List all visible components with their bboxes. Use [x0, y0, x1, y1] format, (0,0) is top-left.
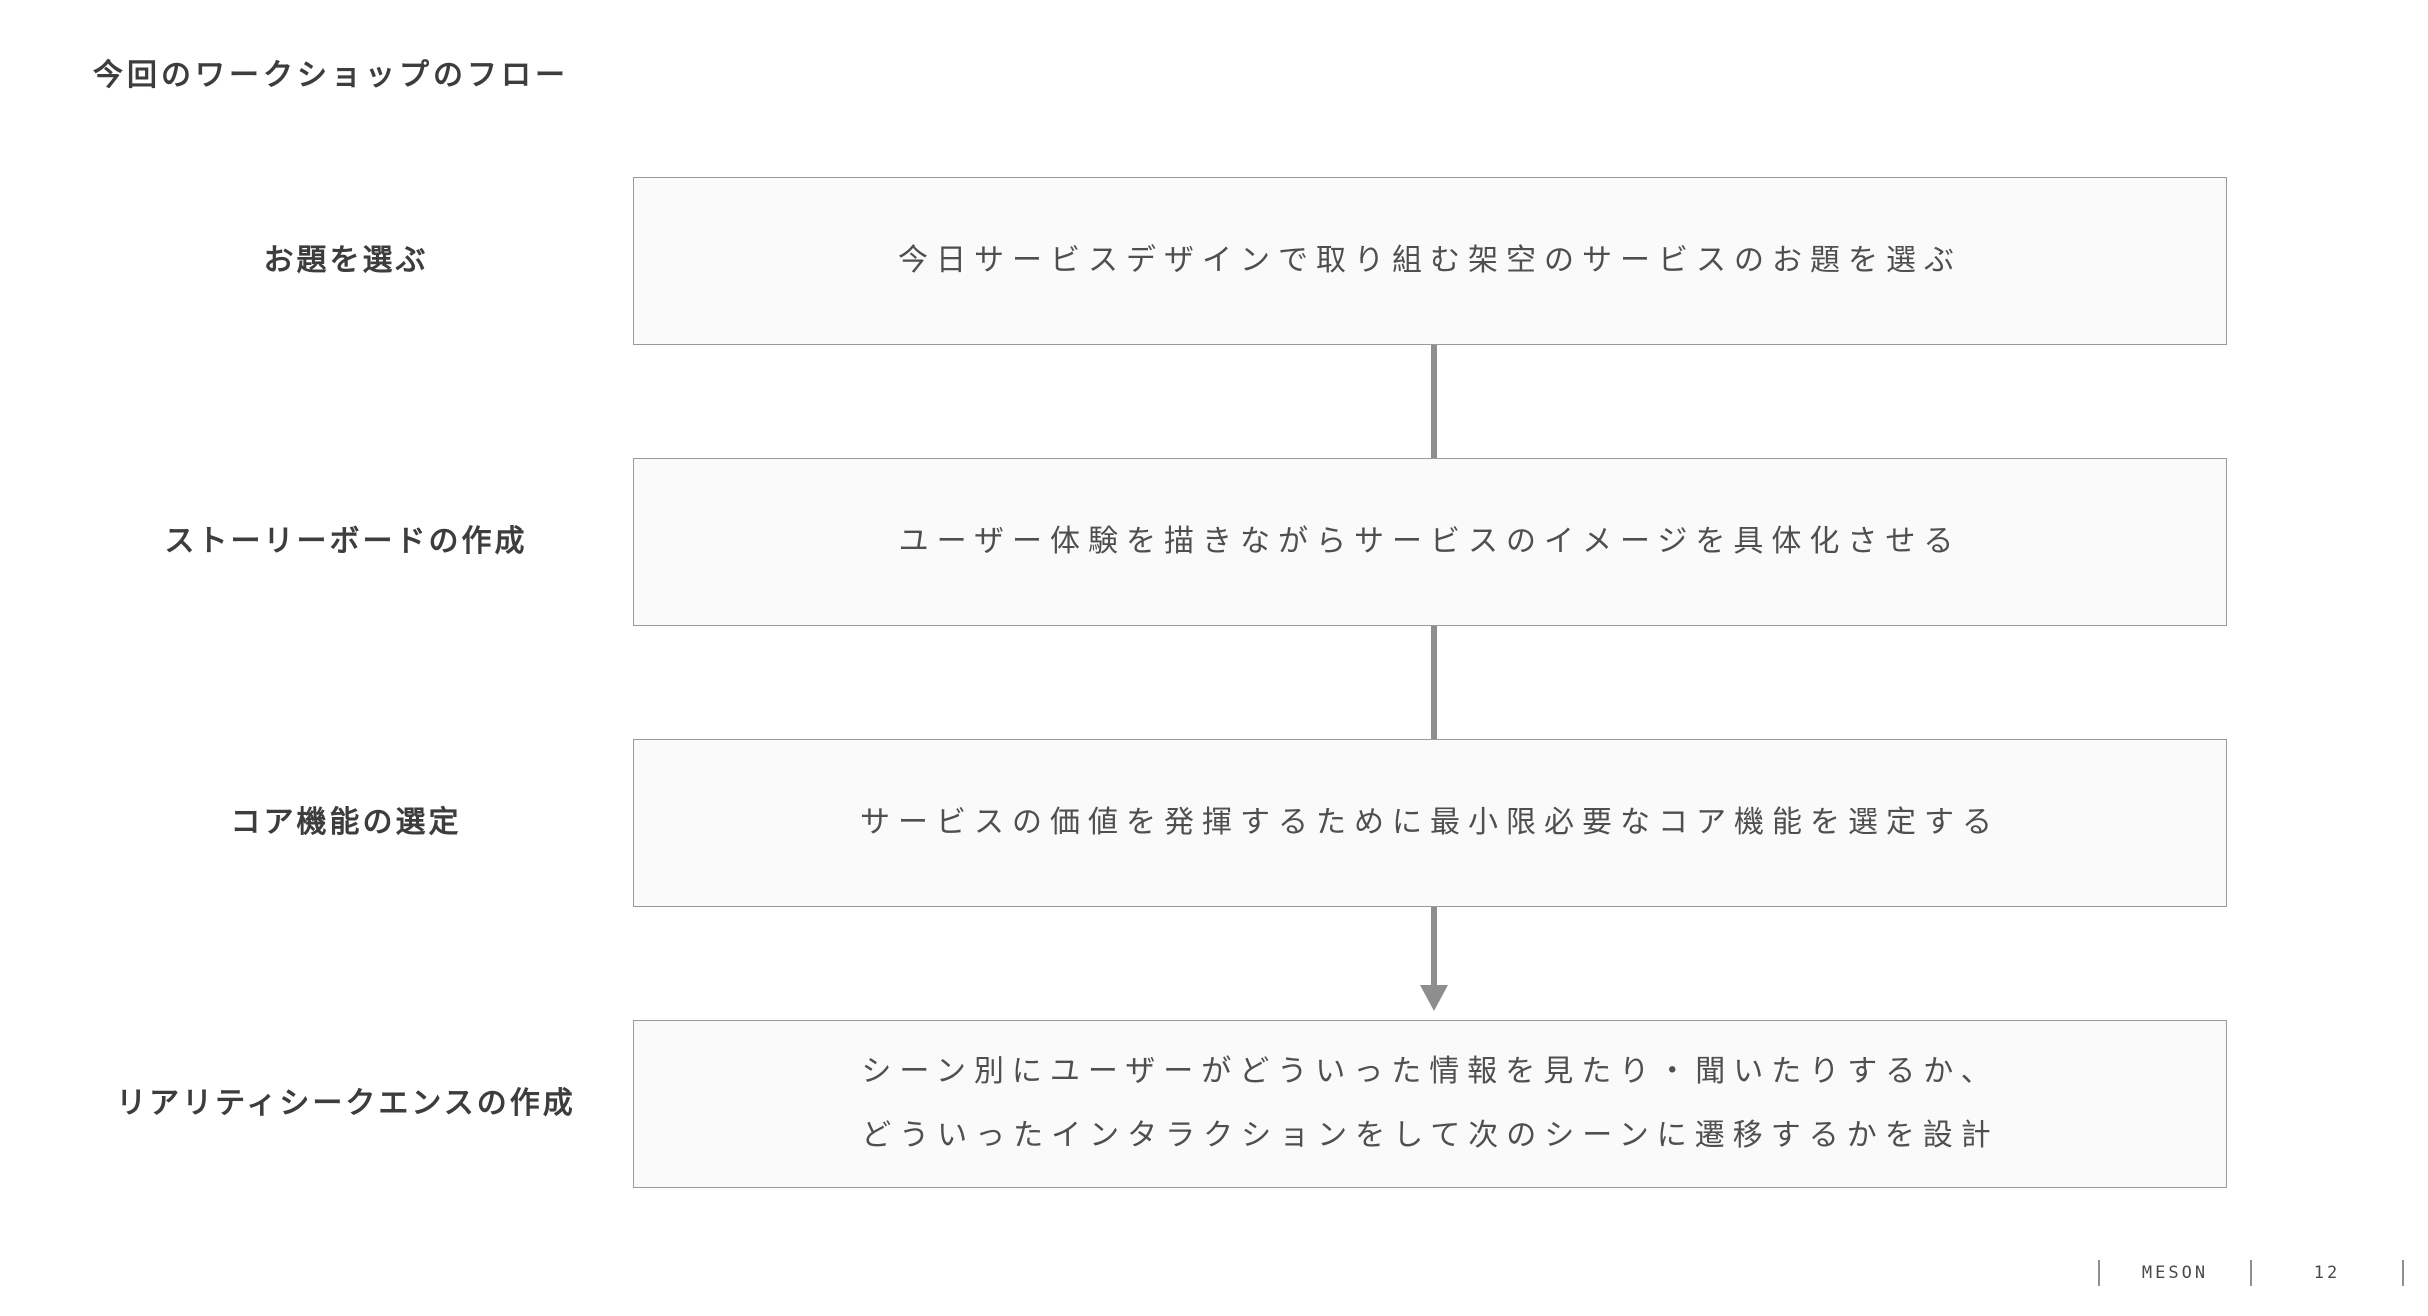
step-label-reality-sequence: リアリティシークエンスの作成	[116, 1086, 576, 1121]
flow-box-description: サービスの価値を発揮するために最小限必要なコア機能を選定する	[860, 805, 2000, 840]
connector-line-1	[1431, 345, 1437, 459]
flow-box-description-line-1: シーン別にユーザーがどういった情報を見たり・聞いたりするか、	[861, 1054, 1999, 1089]
arrow-down-icon	[1420, 985, 1448, 1011]
step-label-storyboard: ストーリーボードの作成	[164, 524, 528, 559]
slide-footer: MESON 12	[2098, 1260, 2404, 1286]
footer-divider	[2250, 1260, 2252, 1286]
footer-divider	[2098, 1260, 2100, 1286]
step-label-core-features: コア機能の選定	[230, 805, 462, 840]
flow-box-description-line-2: どういったインタラクションをして次のシーンに遷移するかを設計	[861, 1118, 1999, 1153]
flow-box-description: ユーザー体験を描きながらサービスのイメージを具体化させる	[898, 524, 1962, 559]
footer-divider	[2402, 1260, 2404, 1286]
brand-label: MESON	[2141, 1263, 2209, 1283]
page-number: 12	[2313, 1263, 2341, 1283]
connector-line-2	[1431, 626, 1437, 740]
flow-box-core-features: サービスの価値を発揮するために最小限必要なコア機能を選定する	[633, 739, 2227, 907]
step-label-choose-topic: お題を選ぶ	[263, 243, 429, 278]
flow-box-description: 今日サービスデザインで取り組む架空のサービスのお題を選ぶ	[898, 243, 1962, 278]
flow-box-choose-topic: 今日サービスデザインで取り組む架空のサービスのお題を選ぶ	[633, 177, 2227, 345]
connector-line-3	[1431, 907, 1437, 987]
flow-box-reality-sequence: シーン別にユーザーがどういった情報を見たり・聞いたりするか、 どういったインタラ…	[633, 1020, 2227, 1188]
page-title: 今回のワークショップのフロー	[93, 58, 569, 93]
flow-box-storyboard: ユーザー体験を描きながらサービスのイメージを具体化させる	[633, 458, 2227, 626]
